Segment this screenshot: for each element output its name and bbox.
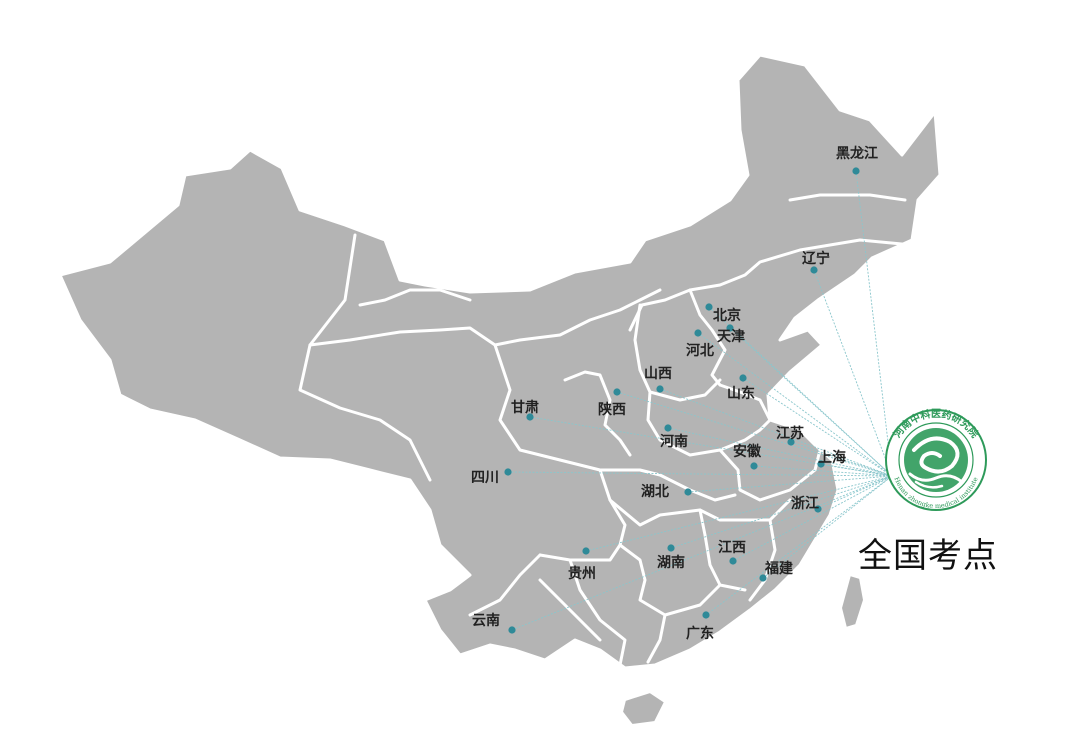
marker-dot-heilongjiang[interactable] — [852, 167, 860, 175]
link-line-hebei — [697, 332, 893, 477]
province-label-shandong: 山东 — [727, 385, 755, 402]
marker-dot-tianjin[interactable] — [726, 324, 734, 332]
link-line-shanxi — [659, 388, 893, 477]
link-line-yunnan — [511, 475, 893, 631]
link-line-sichuan — [507, 471, 893, 477]
link-line-beijing — [708, 306, 893, 477]
marker-dot-jiangsu[interactable] — [787, 438, 795, 446]
province-label-beijing: 北京 — [713, 307, 741, 324]
marker-dot-liaoning[interactable] — [810, 266, 818, 274]
marker-dot-beijing[interactable] — [705, 303, 713, 311]
marker-dot-shanxi[interactable] — [656, 385, 664, 393]
marker-dot-hebei[interactable] — [694, 329, 702, 337]
province-label-fujian: 福建 — [764, 560, 793, 577]
link-line-guangdong — [705, 475, 893, 616]
province-label-gansu: 甘肃 — [511, 399, 539, 416]
link-line-shanghai — [820, 463, 893, 477]
link-line-zhejiang — [817, 475, 893, 510]
marker-dot-hunan[interactable] — [667, 544, 675, 552]
link-line-shandong — [742, 377, 893, 477]
marker-dot-guangdong[interactable] — [702, 611, 710, 619]
marker-dot-sichuan[interactable] — [504, 468, 512, 476]
province-label-jiangsu: 江苏 — [776, 425, 804, 442]
province-label-guangdong: 广东 — [686, 625, 714, 642]
link-line-guizhou — [585, 475, 893, 552]
province-label-zhejiang: 浙江 — [791, 495, 819, 512]
marker-dot-zhejiang[interactable] — [814, 505, 822, 513]
marker-dot-fujian[interactable] — [759, 574, 767, 582]
province-label-hunan: 湖南 — [657, 554, 685, 571]
link-line-hubei — [687, 475, 893, 493]
map-title: 全国考点 — [858, 536, 998, 576]
link-line-henan — [667, 427, 893, 477]
province-label-hebei: 河北 — [686, 342, 714, 359]
link-line-hunan — [670, 475, 893, 549]
link-line-fujian — [762, 475, 893, 579]
connection-lines — [507, 170, 893, 631]
hainan-island — [620, 690, 667, 727]
link-line-shaanxi — [616, 391, 893, 477]
marker-dot-gansu[interactable] — [526, 413, 534, 421]
province-label-shanxi: 山西 — [644, 366, 672, 382]
province-label-shaanxi: 陕西 — [598, 401, 626, 418]
province-label-hubei: 湖北 — [641, 484, 669, 500]
province-label-tianjin: 天津 — [717, 328, 745, 345]
institute-seal-logo: 河南中科医药研究院 Henan zhongke medical institut… — [885, 407, 987, 511]
province-label-guizhou: 贵州 — [568, 565, 596, 582]
marker-dot-jiangxi[interactable] — [729, 557, 737, 565]
marker-dot-shaanxi[interactable] — [613, 388, 621, 396]
province-label-sichuan: 四川 — [471, 470, 499, 486]
link-line-tianjin — [729, 327, 893, 477]
marker-dot-guizhou[interactable] — [582, 547, 590, 555]
marker-dot-hubei[interactable] — [684, 488, 692, 496]
marker-dot-henan[interactable] — [664, 424, 672, 432]
link-line-heilongjiang — [855, 170, 893, 477]
marker-dot-anhui[interactable] — [750, 462, 758, 470]
taiwan-island — [839, 573, 866, 630]
link-line-jiangsu — [790, 441, 893, 477]
province-label-liaoning: 辽宁 — [802, 250, 830, 267]
marker-dot-yunnan[interactable] — [508, 626, 516, 634]
province-label-anhui: 安徽 — [733, 443, 762, 460]
province-label-heilongjiang: 黑龙江 — [836, 145, 878, 162]
land-mass — [58, 53, 942, 727]
province-label-yunnan: 云南 — [472, 612, 500, 629]
province-label-henan: 河南 — [660, 433, 688, 450]
marker-dot-shanghai[interactable] — [817, 460, 825, 468]
link-line-liaoning — [813, 269, 893, 477]
province-label-jiangxi: 江西 — [718, 539, 746, 556]
province-label-shanghai: 上海 — [818, 449, 846, 466]
marker-dot-shandong[interactable] — [739, 374, 747, 382]
province-borders — [298, 193, 914, 667]
